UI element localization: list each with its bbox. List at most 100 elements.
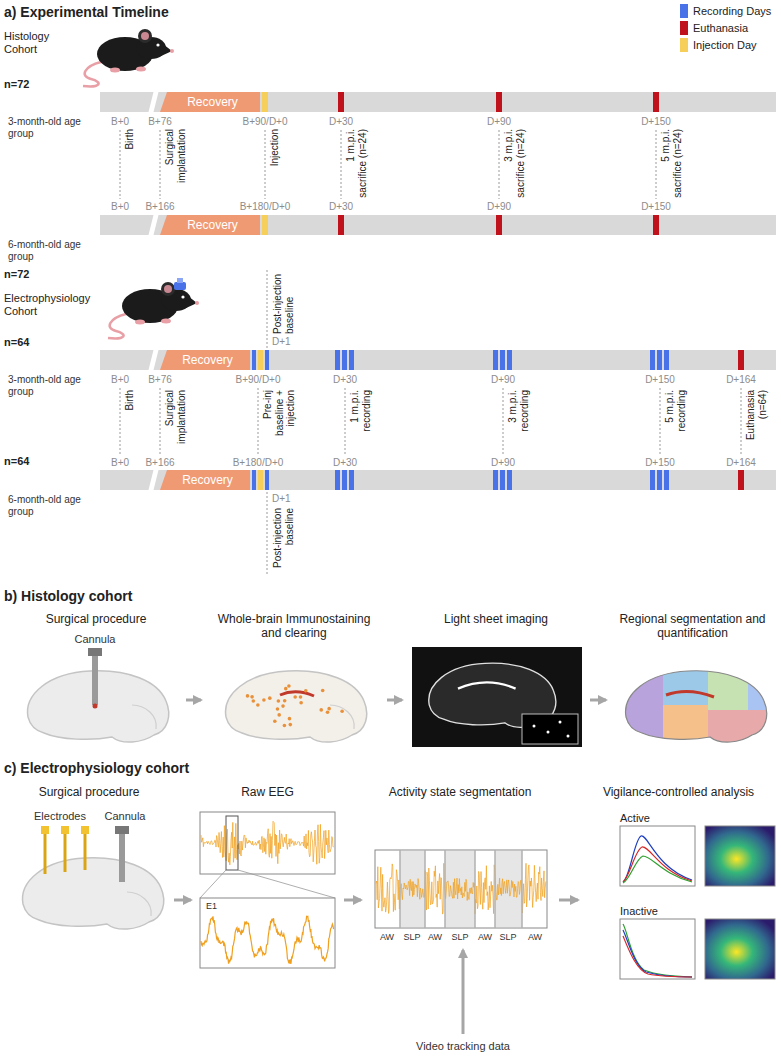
recording-mark [500,470,505,490]
dashed-guides [120,270,741,574]
recording-mark [342,350,347,370]
legend-item: Recording Days [680,4,771,18]
brain-outline [28,671,169,742]
label-anchor: D+30 [333,374,357,386]
lightsheet-image [412,647,582,747]
label-anchor: 3 m.p.i. recording [507,390,530,454]
legend-swatch [680,4,688,18]
label-anchor: Active [620,812,650,825]
dashed-guide [267,270,268,348]
eeg-trace-group [201,916,334,964]
euthanasia-mark [653,215,659,235]
bar-ground [100,470,776,490]
brain-outline [226,671,367,742]
label-anchor: AW [380,932,394,942]
euthanasia-mark [338,92,344,112]
eeg-plot [375,850,547,928]
recording-mark [664,470,669,490]
text-label: AW [478,932,492,942]
recording-mark [657,470,662,490]
recording-mark [252,470,256,490]
cannula [119,830,125,882]
labelled-region [280,692,314,696]
segment-bound [521,850,523,928]
timepoint-label: Pre-inj baseline + injection [262,390,297,454]
dashed-guide [345,388,346,455]
dashed-guide [160,388,161,455]
recording-mark [335,470,340,490]
cell-dot [304,689,308,693]
label-anchor: Cannula [105,810,146,823]
mouse-eye [181,295,184,298]
mouse-nose [195,301,199,305]
legend-item: Injection Day [680,38,757,52]
text-label: SLP [403,932,420,942]
spectrum-curve [623,930,692,977]
text-label: B+76 [148,374,172,386]
timepoint-label: Birth [124,390,136,454]
dashed-guide [503,388,504,455]
label-anchor: AW [528,932,542,942]
text-label: B+180/D+0 [240,201,291,213]
cell-dot [289,723,293,727]
recording-mark [507,350,512,370]
injection-site [93,704,98,709]
injection-mark [262,92,268,112]
flow-arrow [174,899,191,902]
group-label: 6-month-old age group [8,494,92,517]
label-anchor: B+76 [148,374,172,386]
label-anchor: D+90 [487,116,511,128]
cell-dot [268,696,272,700]
cell-dot [299,695,303,699]
zoom-line [200,870,226,898]
label-anchor: 1 m.p.i. recording [349,390,372,454]
cell-dot [567,735,570,738]
cell-dot [252,699,256,703]
text-label: B+0 [111,374,129,386]
text-label: D+150 [645,374,675,386]
panel-label: b) Histology cohort [4,588,132,604]
brain-outline [626,671,767,742]
cell-dot [283,699,287,703]
dashed-guide [160,130,161,199]
label-anchor: Surgical implantation [164,390,187,454]
euthanasia-mark [738,470,744,490]
timeline-bar: 3-month-old age groupRecovery [100,350,776,370]
label-anchor: a) Experimental Timeline [4,4,169,20]
label-anchor: c) Electrophysiology cohort [4,760,189,776]
text-label: SLP [499,932,516,942]
recording-mark [507,470,512,490]
text-label: B+0 [111,201,129,213]
step-heading: Vigilance-controlled analysis [582,785,775,799]
text-label: E1 [206,901,217,911]
mouse-illustration [83,29,174,86]
recording-mark [349,470,354,490]
panel-label: n=64 [4,455,29,468]
electrode [44,832,47,874]
label-anchor: B+90/D+0 [242,116,287,128]
bright-region [458,682,516,688]
workflow-step: Regional segmentation and quantification [610,612,775,752]
label-anchor: Cannula [75,633,116,646]
timepoint-label: Surgical implantation [164,390,187,454]
segment-bound [494,850,496,928]
zoom-window [226,816,238,870]
text-label: SLP [451,932,468,942]
brain-detail [330,705,354,729]
stained-cells [246,684,344,727]
panel-label: n=64 [4,336,29,349]
cell-dot [326,711,330,715]
segment-bound [424,850,426,928]
label-anchor: D+30 [329,201,353,213]
flow-arrow [559,899,578,902]
cell-dot [288,717,292,721]
dashed-guide [341,130,342,199]
cell-dot [321,689,325,693]
timeline [100,90,776,237]
period-label: Recovery [177,470,233,490]
mouse-foot [161,319,171,324]
timeline [100,270,776,574]
text-label: D+30 [333,374,357,386]
panel-label: n=72 [4,78,29,91]
